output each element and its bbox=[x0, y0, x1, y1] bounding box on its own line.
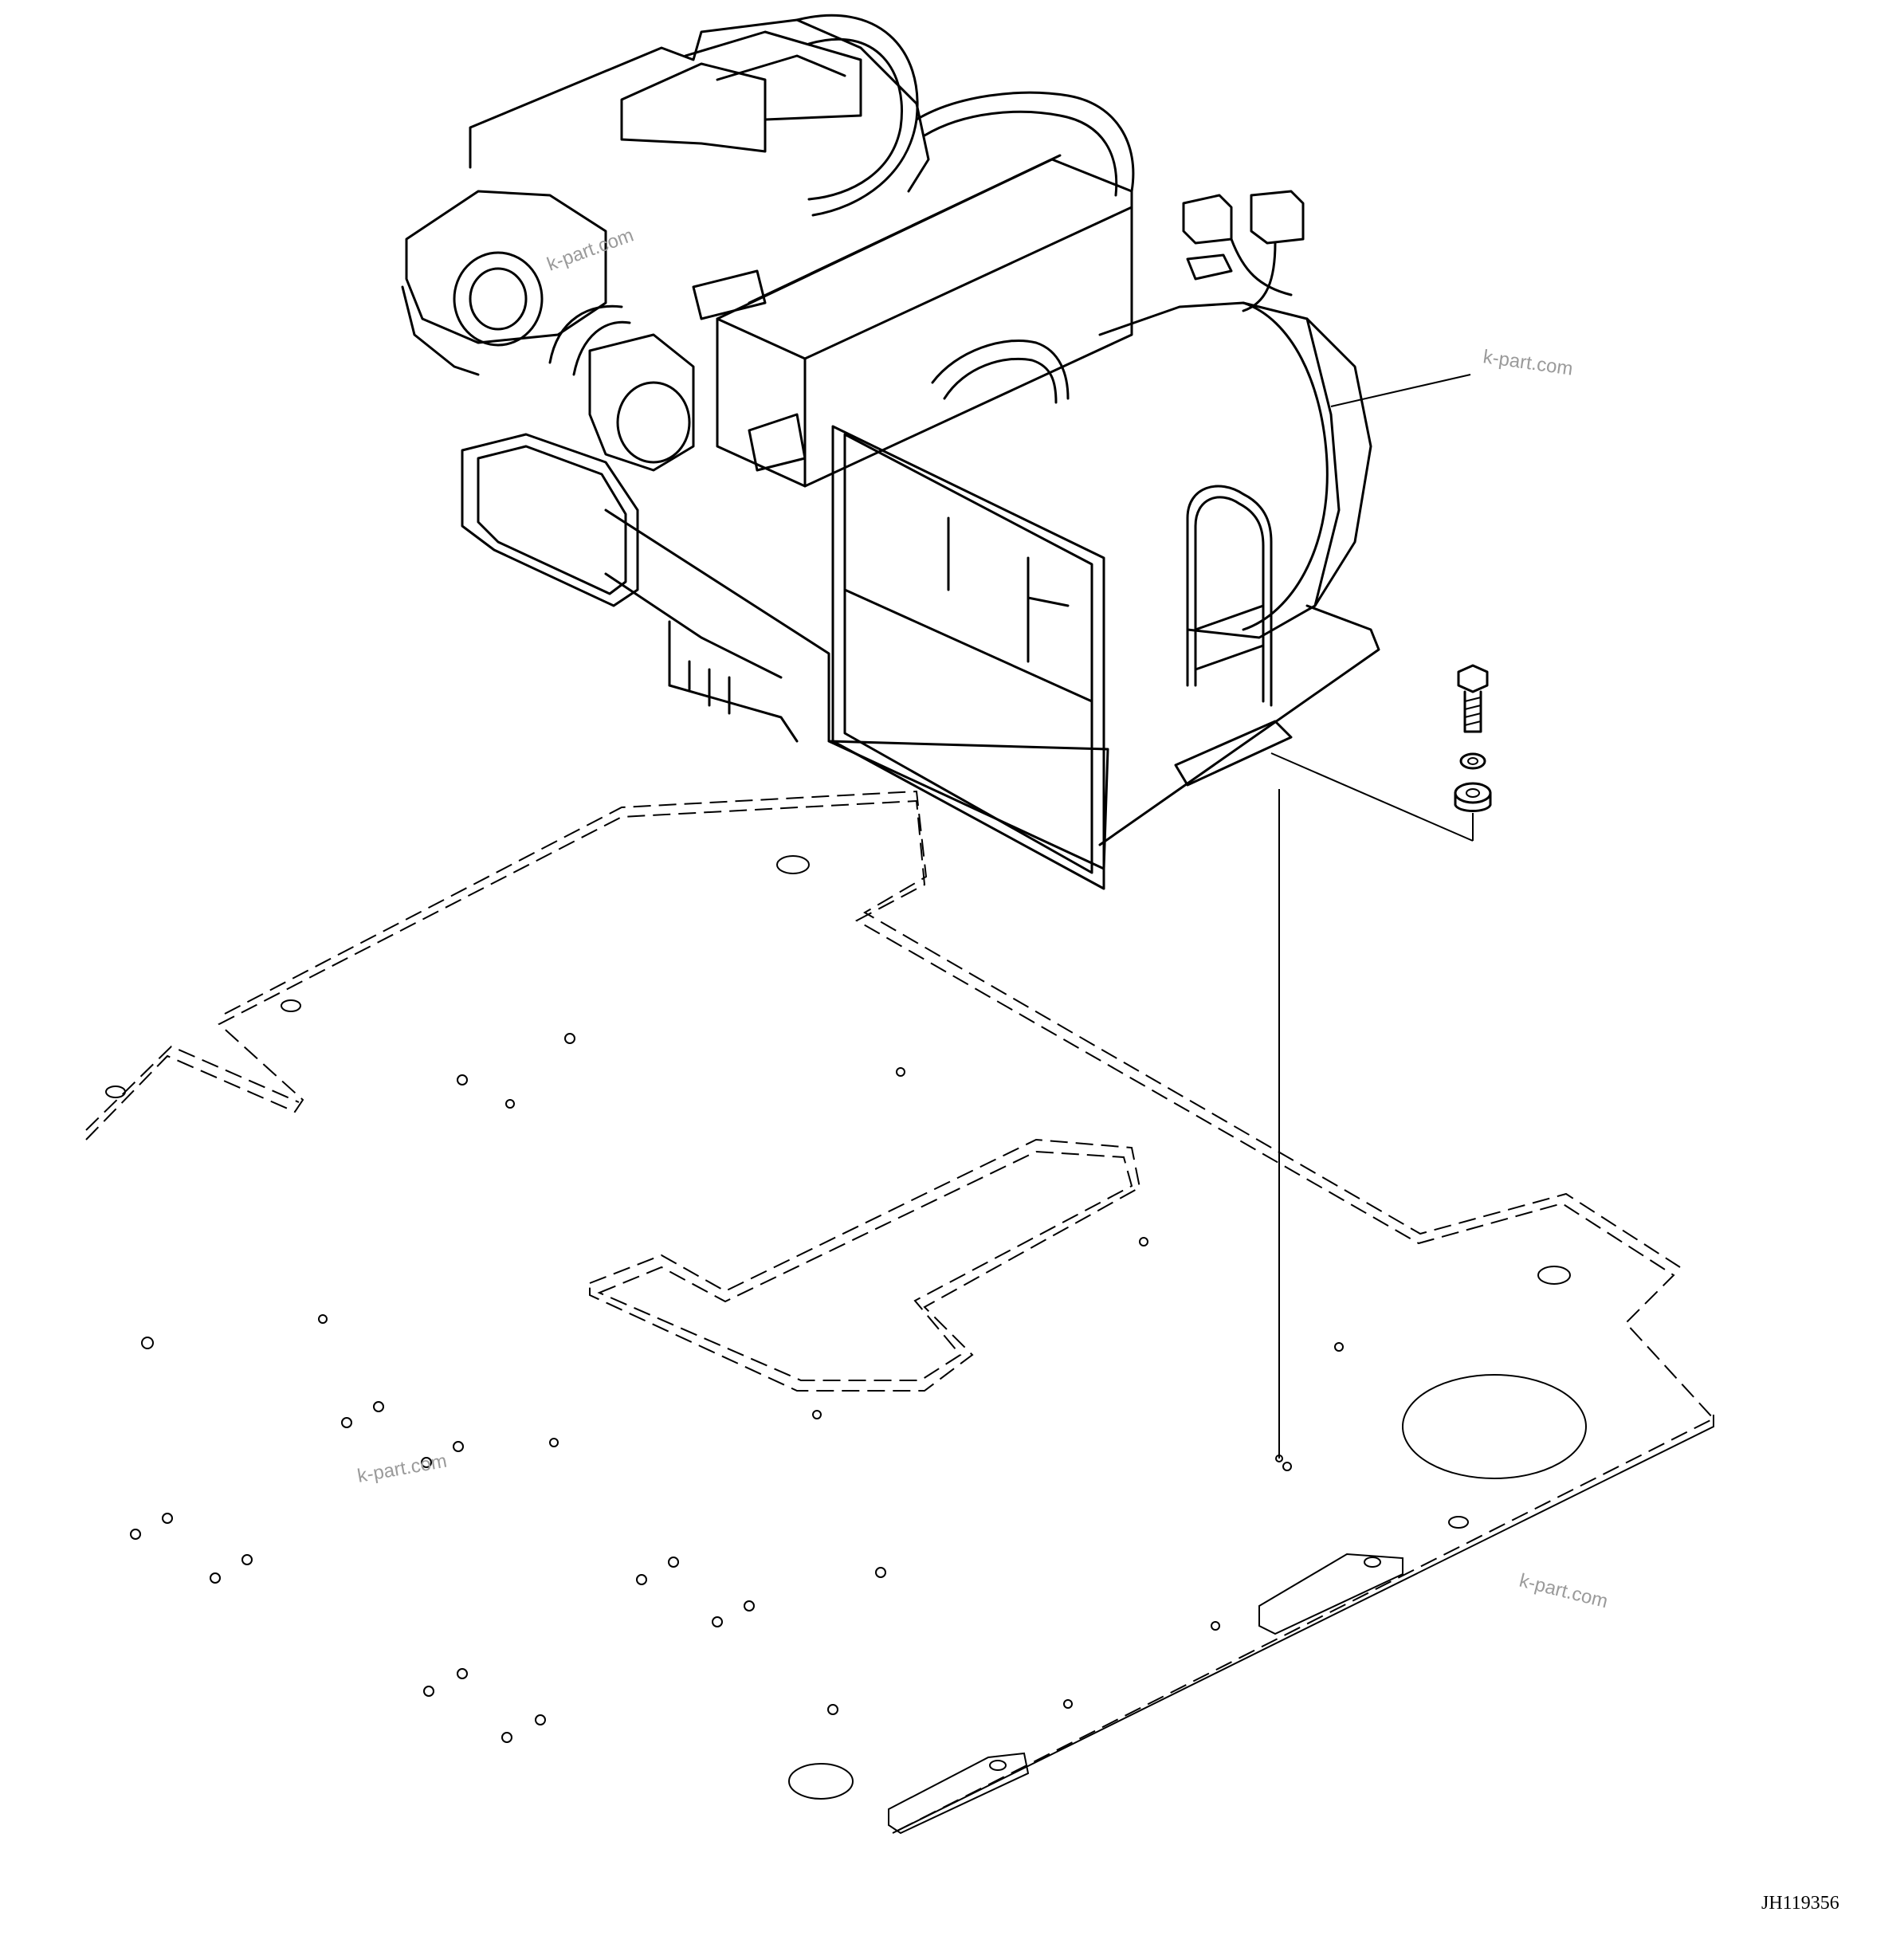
access-hole bbox=[1402, 1374, 1587, 1479]
watermark: k-part.com bbox=[1517, 1570, 1611, 1613]
mount-pad bbox=[888, 1752, 1030, 1835]
mount-pad bbox=[1258, 1553, 1403, 1635]
flange-nut bbox=[1454, 782, 1492, 812]
bolt-holes bbox=[130, 1033, 1344, 1743]
floor-plate bbox=[85, 790, 1715, 1835]
watermark: k-part.com bbox=[355, 1451, 448, 1487]
hex-bolt bbox=[1457, 664, 1489, 733]
fasteners bbox=[1270, 374, 1492, 1462]
watermark: k-part.com bbox=[1482, 346, 1574, 380]
leader-line bbox=[1270, 752, 1474, 842]
air-conditioner-unit bbox=[401, 14, 1380, 890]
watermark: k-part.com bbox=[544, 224, 637, 275]
callout-leader bbox=[1330, 374, 1471, 407]
drawing-code: JH119356 bbox=[1761, 1893, 1839, 1914]
lock-washer bbox=[1459, 752, 1486, 770]
